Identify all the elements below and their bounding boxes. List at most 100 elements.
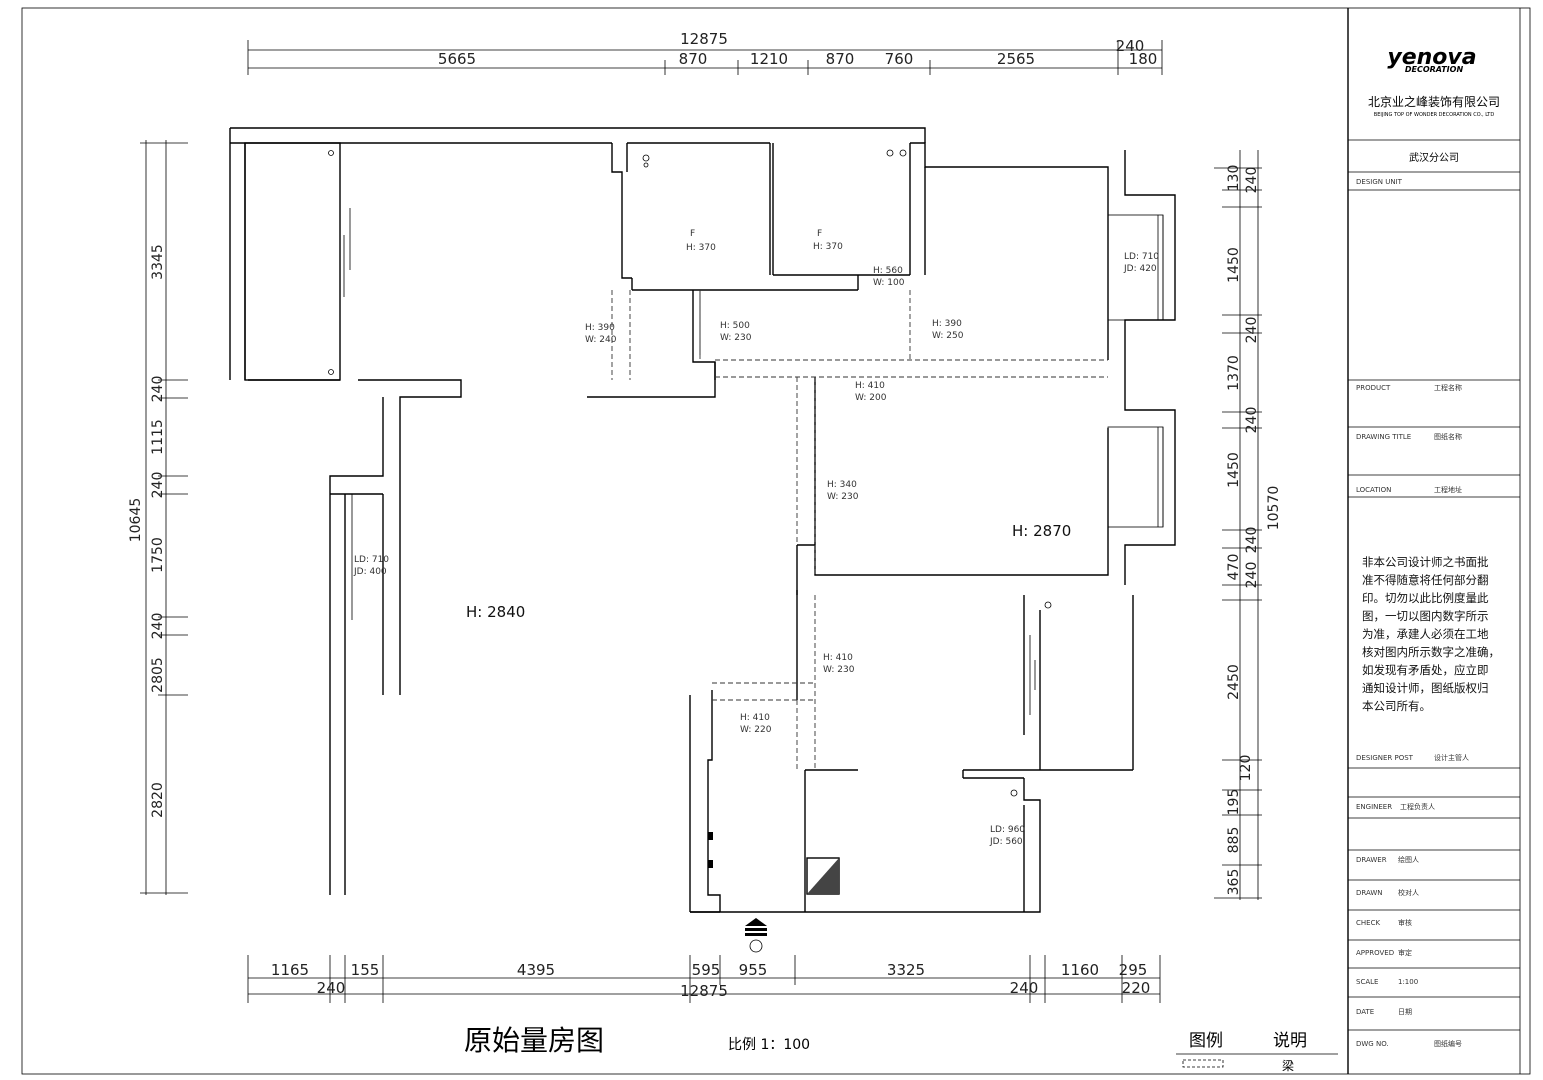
left-dimensions: 3345 240 1115 240 1750 240 2805 2820 106… — [128, 140, 188, 895]
left-dim: 1750 — [150, 537, 166, 573]
designer-value: 设计主管人 — [1434, 753, 1469, 762]
beam-label: H: 390 — [932, 319, 962, 329]
walls — [229, 127, 1176, 913]
window-label: JD: 400 — [353, 567, 387, 577]
beam-label: H: 340 — [827, 480, 857, 490]
beam-label: H: 500 — [720, 321, 750, 331]
right-dim: 195 — [1226, 789, 1242, 816]
right-total: 10570 — [1266, 486, 1282, 531]
svg-text:印。切勿以此比例度量此: 印。切勿以此比例度量此 — [1362, 591, 1489, 605]
location-value: 工程地址 — [1434, 485, 1462, 494]
window-label: JD: 560 — [989, 837, 1023, 847]
beam-label: H: 390 — [585, 323, 615, 333]
svg-text:本公司所有。: 本公司所有。 — [1362, 699, 1431, 713]
logo: yenova — [1387, 45, 1476, 70]
svg-text:核对图内所示数字之准确，: 核对图内所示数字之准确， — [1362, 645, 1500, 659]
engineer-label: ENGINEER — [1356, 803, 1392, 811]
bottom-dim: 1165 — [271, 961, 309, 979]
approved-label: APPROVED — [1356, 949, 1394, 957]
beam-label: W: 230 — [720, 333, 752, 343]
top-dim: 760 — [885, 50, 914, 68]
left-dim: 240 — [150, 376, 166, 403]
right-dim: 240 — [1244, 407, 1260, 434]
left-dim: 3345 — [150, 244, 166, 280]
right-dim: 120 — [1238, 755, 1254, 782]
top-dim: 870 — [679, 50, 708, 68]
bath-label: H: 370 — [813, 242, 843, 252]
stair-fill — [807, 858, 839, 894]
bottom-dim: 1160 — [1061, 961, 1099, 979]
top-dim: 870 — [826, 50, 855, 68]
scale-value: 1:100 — [1398, 978, 1418, 986]
company-name-en: BEIJING TOP OF WONDER DECORATION CO., LT… — [1374, 112, 1495, 118]
bottom-dim: 595 — [692, 961, 721, 979]
window-label: LD: 710 — [354, 555, 389, 565]
company-name-cn: 北京业之峰装饰有限公司 — [1368, 95, 1500, 109]
left-dim: 240 — [150, 472, 166, 499]
bottom-dim: 295 — [1119, 961, 1148, 979]
drawn-value: 校对人 — [1398, 888, 1419, 897]
window-label: LD: 710 — [1124, 252, 1159, 262]
right-dim: 2450 — [1226, 664, 1242, 700]
beam-legend-swatch — [1182, 1059, 1224, 1068]
left-dim: 2805 — [150, 657, 166, 693]
right-dim: 470 — [1226, 554, 1242, 581]
bottom-dim: 955 — [739, 961, 768, 979]
drawing-scale: 比例 1：100 — [728, 1037, 810, 1053]
beam-label: W: 230 — [823, 665, 855, 675]
check-value: 审核 — [1398, 918, 1412, 927]
title-block: yenova DECORATION 北京业之峰装饰有限公司 BEIJING TO… — [1348, 45, 1520, 1048]
copyright-notice: 非本公司设计师之书面批 准不得随意将任何部分翻 印。切勿以此比例度量此 图，一切… — [1362, 555, 1500, 713]
drawing-title: 原始量房图 — [464, 1024, 604, 1057]
right-dim: 365 — [1226, 869, 1242, 896]
dwg-no-label: DWG NO. — [1356, 1040, 1389, 1048]
right-dim: 1370 — [1226, 355, 1242, 391]
bottom-dim: 155 — [351, 961, 380, 979]
bath-label: F — [817, 229, 822, 239]
top-dim: 240 — [1116, 37, 1145, 55]
right-dim: 240 — [1244, 527, 1260, 554]
branch-name: 武汉分公司 — [1409, 151, 1459, 164]
drawing-title-value: 图纸名称 — [1434, 432, 1462, 441]
svg-text:如发现有矛盾处，应立即: 如发现有矛盾处，应立即 — [1362, 663, 1489, 677]
beam-label: H: 410 — [823, 653, 853, 663]
right-dim: 885 — [1226, 827, 1242, 854]
beam-label: W: 250 — [932, 331, 964, 341]
room-height-label: H: 2870 — [1012, 522, 1071, 540]
annotations: H: 2840 H: 2870 H: 390 W: 240 H: 500 W: … — [353, 229, 1159, 847]
date-value: 日期 — [1398, 1008, 1412, 1016]
beam-label: H: 410 — [855, 381, 885, 391]
top-dim: 180 — [1129, 50, 1158, 68]
svg-text:图，一切以图内数字所示: 图，一切以图内数字所示 — [1362, 609, 1489, 623]
bottom-dimensions: 1165 155 4395 595 955 3325 1160 295 240 … — [247, 955, 1161, 1003]
bottom-dim: 4395 — [517, 961, 555, 979]
top-dim: 2565 — [997, 50, 1035, 68]
drafter-label: DRAWER — [1356, 856, 1387, 864]
location-label: LOCATION — [1356, 486, 1391, 494]
window-label: JD: 420 — [1123, 264, 1157, 274]
beam-label: H: 560 — [873, 266, 903, 276]
product-value: 工程名称 — [1434, 383, 1462, 392]
left-dim: 240 — [150, 613, 166, 640]
legend-title: 图例 — [1189, 1031, 1223, 1051]
beam-label: H: 410 — [740, 713, 770, 723]
logo-sub: DECORATION — [1405, 65, 1464, 74]
bottom-total: 12875 — [680, 982, 728, 1000]
top-dim: 5665 — [438, 50, 476, 68]
drawing-title-label: DRAWING TITLE — [1356, 433, 1411, 441]
right-dimensions: 130 240 1450 240 1370 240 1450 240 470 2… — [1214, 150, 1282, 900]
bottom-dim: 3325 — [887, 961, 925, 979]
bottom-sub-dim: 240 — [317, 979, 346, 997]
designer-label: DESIGNER POST — [1356, 754, 1414, 762]
kitchen-label: H: 370 — [686, 243, 716, 253]
right-dim: 240 — [1244, 167, 1260, 194]
legend-desc: 说明 — [1273, 1031, 1307, 1051]
beam-lines — [611, 290, 1108, 770]
top-total: 12875 — [680, 30, 728, 48]
engineer-value: 工程负责人 — [1400, 802, 1435, 811]
approved-value: 审定 — [1398, 948, 1412, 957]
drawn-label: DRAWN — [1356, 889, 1383, 897]
svg-text:为准，承建人必须在工地: 为准，承建人必须在工地 — [1362, 627, 1489, 641]
date-label: DATE — [1356, 1008, 1374, 1016]
right-dim: 240 — [1244, 317, 1260, 344]
